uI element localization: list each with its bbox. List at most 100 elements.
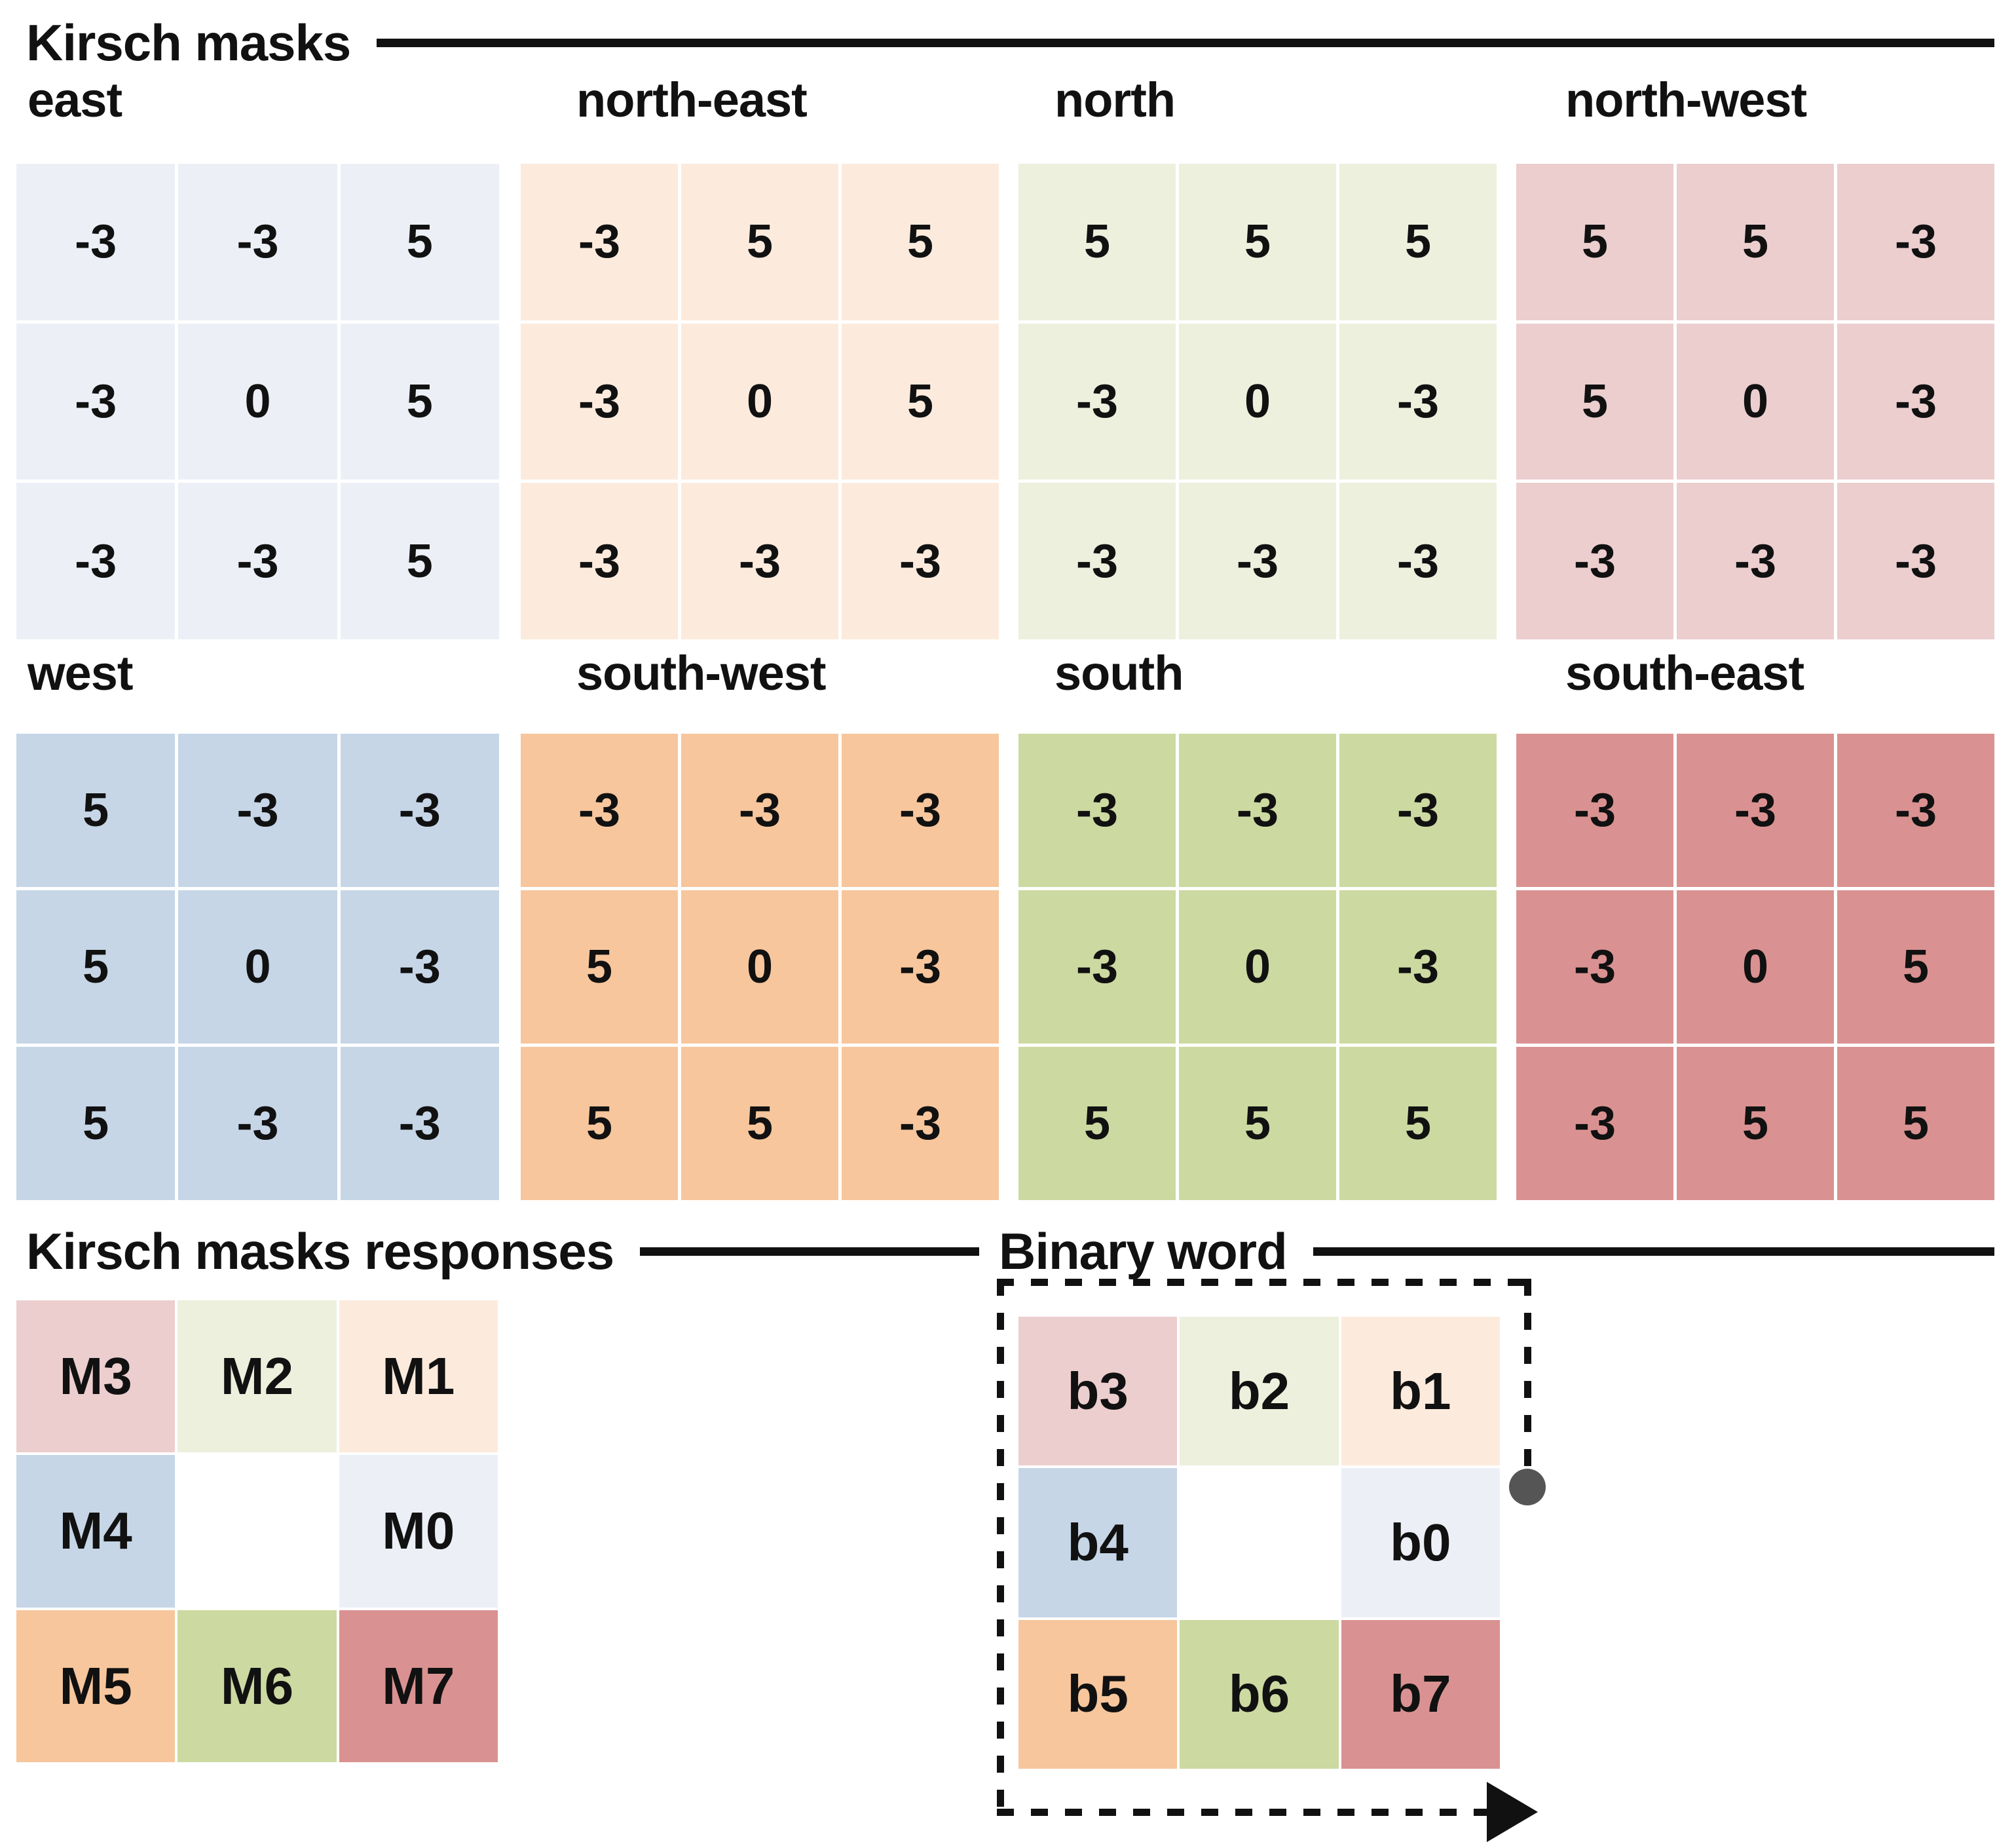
mask-cell-south-west-r0c1: -3 <box>681 734 838 887</box>
mask-cell-east-r1c0: -3 <box>16 323 176 480</box>
mask-cell-north-r0c1: 5 <box>1179 164 1336 320</box>
mask-cell-south-r1c0: -3 <box>1018 890 1176 1044</box>
binary-word-traversal-path <box>997 1279 1550 1842</box>
mask-cell-north-east-r2c1: -3 <box>681 483 838 639</box>
mask-cell-south-east-r1c2: 5 <box>1837 890 1994 1044</box>
binary-cell-b2: b2 <box>1180 1317 1339 1466</box>
binary-word-rule <box>1313 1247 1994 1256</box>
mask-cell-south-r2c0: 5 <box>1018 1047 1176 1200</box>
mask-cell-north-west-r1c2: -3 <box>1837 323 1994 480</box>
mask-cell-north-r2c2: -3 <box>1339 483 1497 639</box>
mask-cell-north-east-r2c0: -3 <box>521 483 678 639</box>
mask-cell-east-r2c2: 5 <box>340 483 499 639</box>
mask-cell-north-east-r1c0: -3 <box>521 323 678 480</box>
response-cell-empty-4 <box>177 1455 337 1608</box>
mask-cell-north-r0c2: 5 <box>1339 164 1497 320</box>
kirsch-masks-title: Kirsch masks <box>26 14 351 71</box>
mask-label-north: north <box>1054 73 1176 127</box>
binary-cell-b0: b0 <box>1341 1468 1500 1617</box>
mask-cell-west-r1c0: 5 <box>16 890 176 1044</box>
mask-cell-south-west-r1c0: 5 <box>521 890 678 1044</box>
mask-cell-west-r2c0: 5 <box>16 1047 176 1200</box>
mask-cell-south-west-r0c0: -3 <box>521 734 678 887</box>
binary-cell-b7: b7 <box>1341 1619 1500 1769</box>
responses-section-header: Kirsch masks responses <box>26 1222 979 1281</box>
binary-cell-b6: b6 <box>1180 1619 1339 1769</box>
mask-cell-south-r0c0: -3 <box>1018 734 1176 887</box>
mask-label-south-west: south-west <box>576 646 827 700</box>
mask-cell-south-r1c2: -3 <box>1339 890 1497 1044</box>
response-cell-M6: M6 <box>177 1610 337 1762</box>
binary-word-title: Binary word <box>999 1222 1288 1280</box>
mask-cell-east-r0c2: 5 <box>340 164 499 320</box>
mask-cell-south-east-r2c0: -3 <box>1516 1047 1673 1200</box>
mask-cell-north-west-r0c2: -3 <box>1837 164 1994 320</box>
mask-cell-south-east-r1c0: -3 <box>1516 890 1673 1044</box>
mask-cell-west-r0c0: 5 <box>16 734 176 887</box>
mask-cell-south-r1c1: 0 <box>1179 890 1336 1044</box>
mask-cell-north-r0c0: 5 <box>1018 164 1176 320</box>
mask-cell-west-r1c2: -3 <box>340 890 499 1044</box>
mask-cell-south-east-r0c1: -3 <box>1677 734 1834 887</box>
mask-cell-north-r2c0: -3 <box>1018 483 1176 639</box>
mask-cell-south-west-r1c1: 0 <box>681 890 838 1044</box>
mask-cell-south-r0c1: -3 <box>1179 734 1336 887</box>
responses-title: Kirsch masks responses <box>26 1222 614 1280</box>
response-cell-M4: M4 <box>16 1455 176 1608</box>
path-arrow-head-icon <box>1487 1782 1538 1842</box>
path-start-dot <box>1509 1469 1546 1505</box>
mask-cell-north-east-r2c2: -3 <box>842 483 999 639</box>
mask-cell-south-east-r0c2: -3 <box>1837 734 1994 887</box>
mask-cell-north-west-r1c1: 0 <box>1677 323 1834 480</box>
mask-cell-north-west-r0c0: 5 <box>1516 164 1673 320</box>
mask-cell-north-west-r2c0: -3 <box>1516 483 1673 639</box>
path-right-segment <box>1524 1279 1531 1475</box>
mask-cell-west-r0c1: -3 <box>178 734 337 887</box>
mask-cell-west-r2c1: -3 <box>178 1047 337 1200</box>
mask-cell-north-east-r1c1: 0 <box>681 323 838 480</box>
mask-cell-north-east-r0c0: -3 <box>521 164 678 320</box>
mask-cell-north-west-r0c1: 5 <box>1677 164 1834 320</box>
mask-label-east: east <box>28 73 122 127</box>
mask-cell-north-east-r0c1: 5 <box>681 164 838 320</box>
path-bottom-segment <box>997 1809 1491 1816</box>
mask-cell-south-west-r2c2: -3 <box>842 1047 999 1200</box>
mask-cell-west-r2c2: -3 <box>340 1047 499 1200</box>
mask-cell-north-r1c0: -3 <box>1018 323 1176 480</box>
mask-cell-south-east-r1c1: 0 <box>1677 890 1834 1044</box>
mask-cell-south-east-r2c1: 5 <box>1677 1047 1834 1200</box>
mask-cell-west-r0c2: -3 <box>340 734 499 887</box>
mask-cell-east-r1c1: 0 <box>178 323 337 480</box>
mask-cell-south-east-r2c2: 5 <box>1837 1047 1994 1200</box>
mask-cell-south-r0c2: -3 <box>1339 734 1497 887</box>
mask-cell-east-r1c2: 5 <box>340 323 499 480</box>
mask-cell-south-r2c1: 5 <box>1179 1047 1336 1200</box>
path-top-segment <box>997 1279 1531 1286</box>
mask-cell-south-east-r0c0: -3 <box>1516 734 1673 887</box>
mask-cell-north-r2c1: -3 <box>1179 483 1336 639</box>
binary-cell-b4: b4 <box>1018 1468 1178 1617</box>
kirsch-masks-section-header: Kirsch masks <box>26 13 1994 73</box>
mask-cell-east-r2c1: -3 <box>178 483 337 639</box>
response-cell-M3: M3 <box>16 1300 176 1453</box>
mask-cell-east-r2c0: -3 <box>16 483 176 639</box>
mask-cell-south-west-r0c2: -3 <box>842 734 999 887</box>
mask-cell-north-east-r1c2: 5 <box>842 323 999 480</box>
mask-cell-south-west-r1c2: -3 <box>842 890 999 1044</box>
response-cell-M0: M0 <box>339 1455 498 1608</box>
mask-cell-west-r1c1: 0 <box>178 890 337 1044</box>
mask-cell-south-r2c2: 5 <box>1339 1047 1497 1200</box>
mask-cell-east-r0c0: -3 <box>16 164 176 320</box>
binary-cell-b3: b3 <box>1018 1317 1178 1466</box>
mask-cell-east-r0c1: -3 <box>178 164 337 320</box>
mask-label-west: west <box>28 646 134 700</box>
